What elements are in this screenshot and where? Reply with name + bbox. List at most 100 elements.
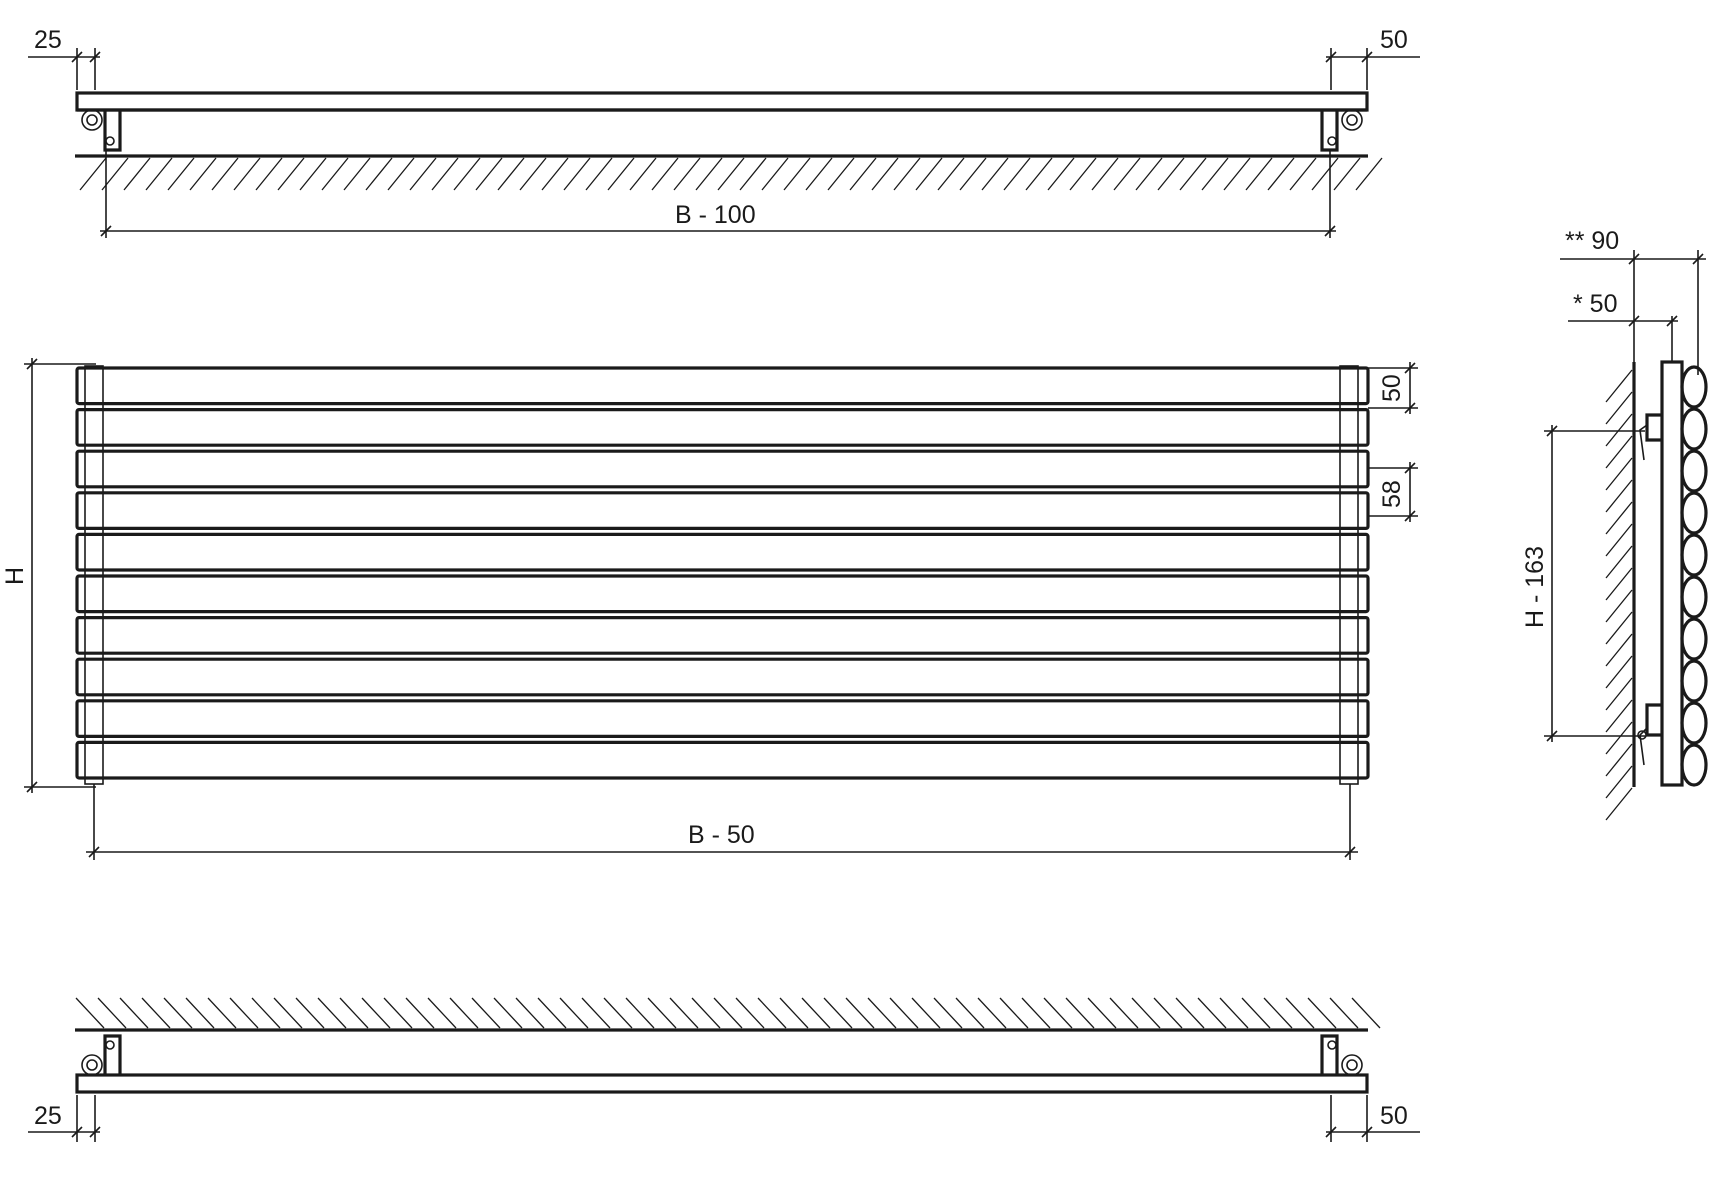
hatch-line (299, 157, 327, 191)
hatch-line (427, 997, 457, 1029)
hatch-line (185, 997, 215, 1029)
hatch-line (1605, 501, 1633, 535)
hatch-line (1605, 787, 1633, 821)
hatch-line (123, 157, 151, 191)
hatch-line (845, 997, 875, 1029)
hatch-line (761, 157, 789, 191)
hatch-line (1241, 997, 1271, 1029)
hatch-line (1605, 567, 1633, 601)
dim-label-front-height: H (1, 567, 29, 585)
dim-top-width: B - 100 (100, 150, 1336, 238)
dim-label-bar-pitch: 58 (1378, 480, 1406, 508)
hatch-line (1605, 523, 1633, 557)
hatch-line (1153, 997, 1183, 1029)
hatch-line (713, 997, 743, 1029)
hatch-line (273, 997, 303, 1029)
hatch-line (409, 157, 437, 191)
hatch-line (255, 157, 283, 191)
hatch-line (1245, 157, 1273, 191)
hatch-line (647, 997, 677, 1029)
hatch-line (827, 157, 855, 191)
hatch-line (1605, 435, 1633, 469)
hatch-line (189, 157, 217, 191)
radiator-bar (75, 366, 1370, 406)
hatch-line (1605, 721, 1633, 755)
hatch-line (955, 997, 985, 1029)
hatch-line (343, 157, 371, 191)
hatch-line (1135, 157, 1163, 191)
hatch-line (977, 997, 1007, 1029)
hatch-line (515, 997, 545, 1029)
hatch-line (691, 997, 721, 1029)
hatch-line (893, 157, 921, 191)
dim-label-bottom-right: 50 (1380, 1102, 1408, 1130)
side-tube (1680, 407, 1708, 451)
hatch-line (1065, 997, 1095, 1029)
hatch-line (1311, 157, 1339, 191)
dim-side-depth-min: * 50 (1568, 290, 1678, 362)
hatch-line (1175, 997, 1205, 1029)
wall-hatch-bottom-view (75, 997, 1381, 1029)
hatch-line (431, 157, 459, 191)
side-tube (1680, 533, 1708, 577)
dim-label-front-width: B - 50 (688, 821, 755, 849)
hatch-line (167, 157, 195, 191)
hatch-line (871, 157, 899, 191)
wall-hatch-top-view (79, 157, 1383, 191)
hatch-line (207, 997, 237, 1029)
front-view: H B - 50 50 58 (1, 358, 1418, 860)
hatch-line (1087, 997, 1117, 1029)
hatch-line (1043, 997, 1073, 1029)
hatch-line (163, 997, 193, 1029)
radiator-bar (75, 491, 1370, 530)
hatch-line (1069, 157, 1097, 191)
left-bracket (81, 109, 122, 152)
right-bracket-bottom (1320, 1034, 1363, 1076)
radiator-bar (75, 657, 1370, 697)
hatch-line (673, 157, 701, 191)
dim-side-bracket-spacing: H - 163 (1521, 425, 1645, 742)
hatch-line (1113, 157, 1141, 191)
hatch-line (383, 997, 413, 1029)
hatch-line (449, 997, 479, 1029)
hatch-line (1109, 997, 1139, 1029)
hatch-line (651, 157, 679, 191)
hatch-line (453, 157, 481, 191)
hatch-line (79, 157, 107, 191)
hatch-line (1605, 611, 1633, 645)
radiator-bottom-profile (75, 1073, 1369, 1094)
hatch-line (717, 157, 745, 191)
radiator-bar (75, 408, 1370, 447)
hatch-line (1355, 157, 1383, 191)
hatch-line (1091, 157, 1119, 191)
hatch-line (75, 997, 105, 1029)
dim-front-width: B - 50 (86, 784, 1358, 860)
hatch-line (1131, 997, 1161, 1029)
dim-label-top-width: B - 100 (675, 201, 756, 229)
hatch-line (1329, 997, 1359, 1029)
hatch-line (1351, 997, 1381, 1029)
hatch-line (669, 997, 699, 1029)
dim-top-left-25: 25 (28, 26, 101, 90)
hatch-line (1605, 677, 1633, 711)
hatch-line (1263, 997, 1293, 1029)
hatch-line (405, 997, 435, 1029)
hatch-line (1605, 699, 1633, 733)
hatch-line (1223, 157, 1251, 191)
hatch-line (1197, 997, 1227, 1029)
hatch-line (1047, 157, 1075, 191)
bottom-view: 25 50 (28, 997, 1420, 1142)
hatch-line (471, 997, 501, 1029)
dim-top-right-50: 50 (1325, 26, 1420, 90)
dim-front-height: H (1, 358, 96, 793)
hatch-line (141, 997, 171, 1029)
dim-label-top-right: 50 (1380, 26, 1408, 54)
hatch-line (911, 997, 941, 1029)
wall-hatch-side-view (1605, 369, 1633, 821)
hatch-line (321, 157, 349, 191)
hatch-line (981, 157, 1009, 191)
hatch-line (735, 997, 765, 1029)
dim-bar-height: 50 (1368, 362, 1418, 414)
hatch-line (739, 157, 767, 191)
